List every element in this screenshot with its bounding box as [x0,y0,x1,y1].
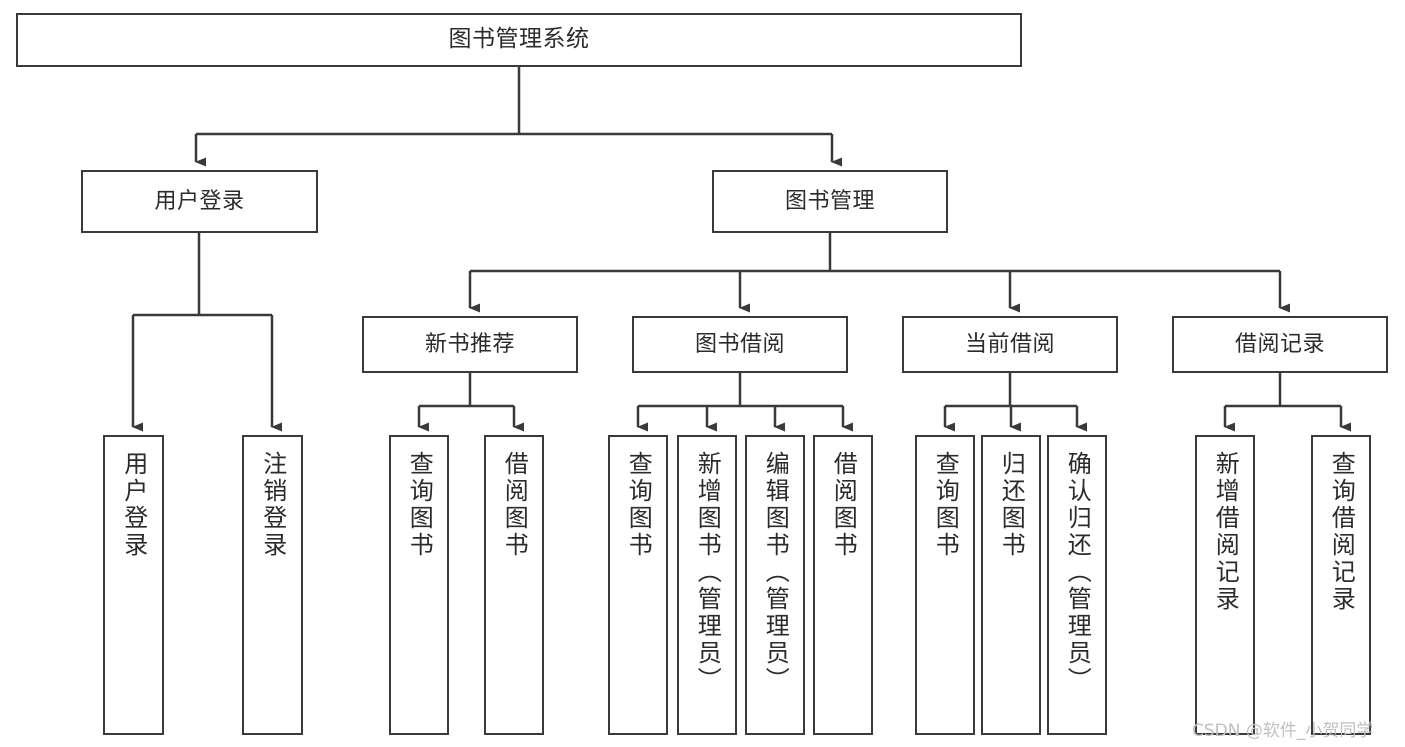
node-label: 编辑图书（管理员） [761,451,790,694]
leaf-query-book-borrow[interactable]: 查询图书 [608,435,668,735]
leaf-return-book[interactable]: 归还图书 [981,435,1041,735]
node-book-borrow[interactable]: 图书借阅 [632,316,848,373]
node-borrow-records[interactable]: 借阅记录 [1172,316,1388,373]
node-label: 注销登录 [258,451,287,559]
leaf-user-login[interactable]: 用户登录 [103,435,164,735]
node-label: 借阅图书 [829,451,858,559]
leaf-query-book-current[interactable]: 查询图书 [915,435,975,735]
leaf-query-borrow-record[interactable]: 查询借阅记录 [1311,435,1371,735]
node-label: 图书管理 [784,188,875,214]
node-label: 查询图书 [624,451,653,559]
node-label: 图书借阅 [694,331,785,357]
leaf-edit-book-admin[interactable]: 编辑图书（管理员） [745,435,805,735]
node-label: 图书管理系统 [448,26,590,53]
leaf-logout[interactable]: 注销登录 [242,435,303,735]
leaf-add-book-admin[interactable]: 新增图书（管理员） [677,435,737,735]
node-label: 当前借阅 [964,331,1055,357]
node-label: 用户登录 [119,451,148,559]
node-label: 查询图书 [405,451,434,559]
node-book-management[interactable]: 图书管理 [712,170,948,233]
leaf-add-borrow-record[interactable]: 新增借阅记录 [1195,435,1255,735]
node-root-system[interactable]: 图书管理系统 [16,13,1022,67]
node-label: 借阅记录 [1234,331,1325,357]
leaf-query-book-new[interactable]: 查询图书 [389,435,449,735]
node-new-book-recommend[interactable]: 新书推荐 [362,316,578,373]
leaf-confirm-return-admin[interactable]: 确认归还（管理员） [1047,435,1107,735]
node-label: 查询借阅记录 [1327,451,1356,613]
node-label: 归还图书 [997,451,1026,559]
node-label: 借阅图书 [500,451,529,559]
watermark-csdn: CSDN @软件_小贺同学 [1192,721,1374,741]
node-label: 查询图书 [931,451,960,559]
node-label: 新书推荐 [424,331,515,357]
node-current-borrow[interactable]: 当前借阅 [902,316,1118,373]
node-label: 新增借阅记录 [1211,451,1240,613]
node-label: 用户登录 [154,188,245,214]
node-label: 确认归还（管理员） [1063,451,1092,694]
leaf-borrow-book[interactable]: 借阅图书 [813,435,873,735]
node-user-login[interactable]: 用户登录 [81,170,318,233]
node-label: 新增图书（管理员） [693,451,722,694]
leaf-borrow-book-new[interactable]: 借阅图书 [484,435,544,735]
